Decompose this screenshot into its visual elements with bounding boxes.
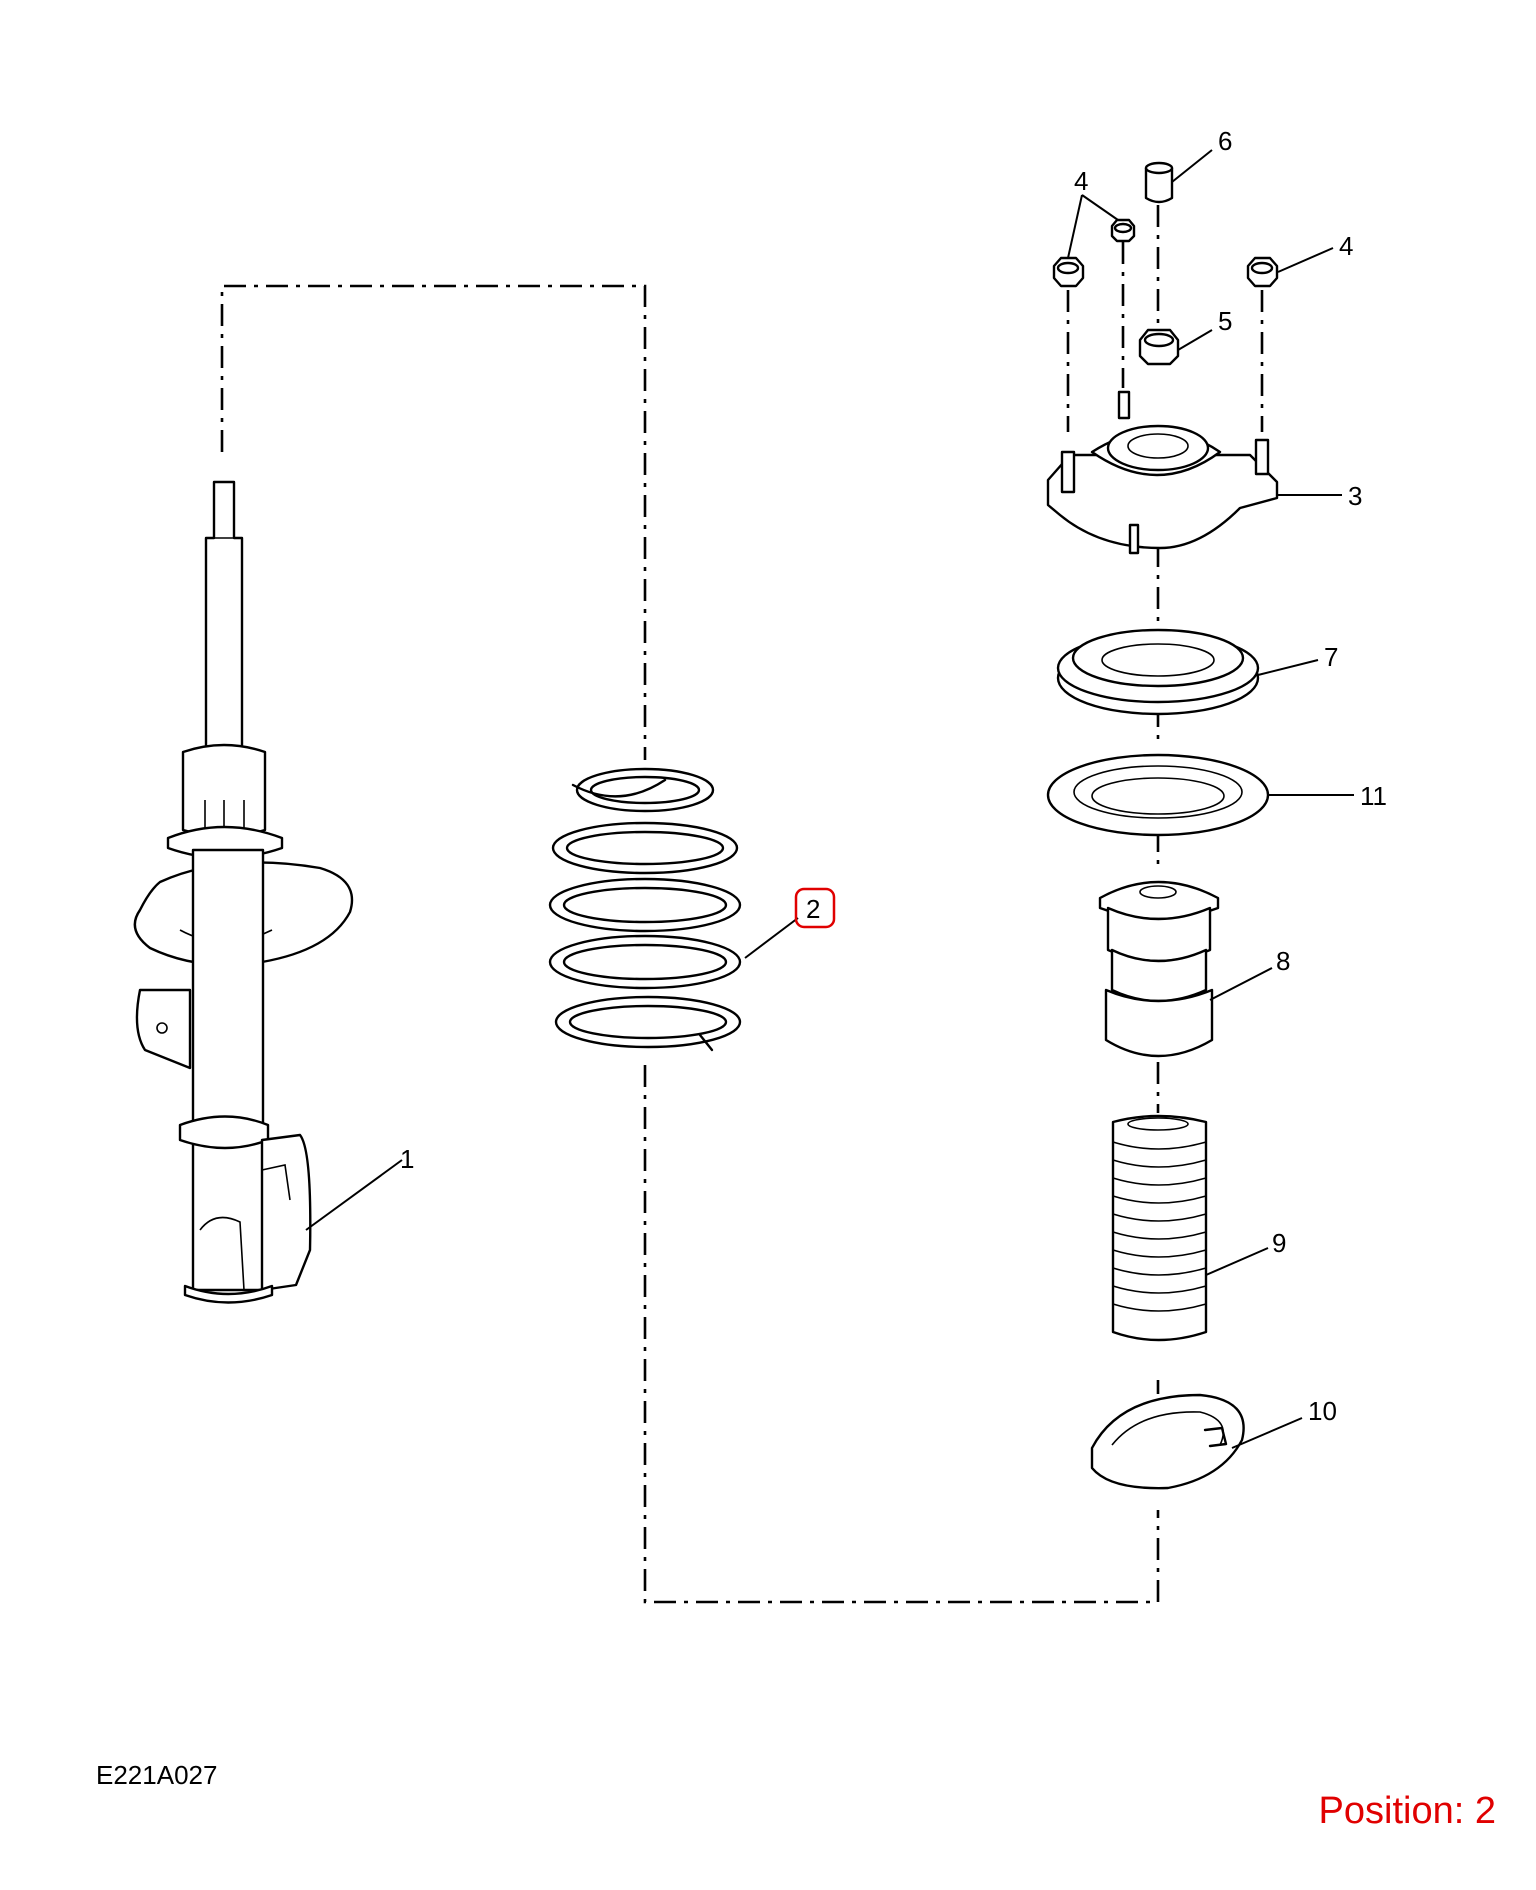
callout-2[interactable]: 2 [806,894,820,924]
bump-stop-8[interactable] [1098,880,1220,1058]
callout-10[interactable]: 10 [1308,1396,1337,1426]
nut-4-right[interactable] [1246,256,1279,288]
nut-4-left[interactable] [1052,256,1085,288]
dust-boot-9[interactable] [1111,1114,1208,1342]
callout-3[interactable]: 3 [1348,481,1362,511]
callout-1[interactable]: 1 [400,1144,414,1174]
top-mount[interactable] [1046,390,1279,555]
diagram-code: E221A027 [96,1760,218,1790]
coil-spring[interactable] [548,767,742,1052]
callout-4-right[interactable]: 4 [1339,231,1353,261]
spring-seat-7[interactable] [1056,628,1260,716]
strut-assembly[interactable] [133,480,354,1304]
position-label: Position: 2 [1318,1790,1496,1832]
callout-2-highlight [794,887,836,929]
callout-6[interactable]: 6 [1218,126,1232,156]
callout-5[interactable]: 5 [1218,306,1232,336]
leader-lines [305,149,1354,1449]
callout-11[interactable]: 11 [1360,781,1387,811]
callout-4-top[interactable]: 4 [1074,166,1088,196]
spring-isolator-10[interactable] [1090,1393,1245,1490]
nut-5[interactable] [1138,328,1180,366]
nut-4-middle[interactable] [1110,218,1136,243]
callout-8[interactable]: 8 [1276,946,1290,976]
callout-7[interactable]: 7 [1324,642,1338,672]
bearing-ring-11[interactable] [1046,753,1270,837]
cap-nut-6[interactable] [1144,161,1174,204]
callout-9[interactable]: 9 [1272,1228,1286,1258]
